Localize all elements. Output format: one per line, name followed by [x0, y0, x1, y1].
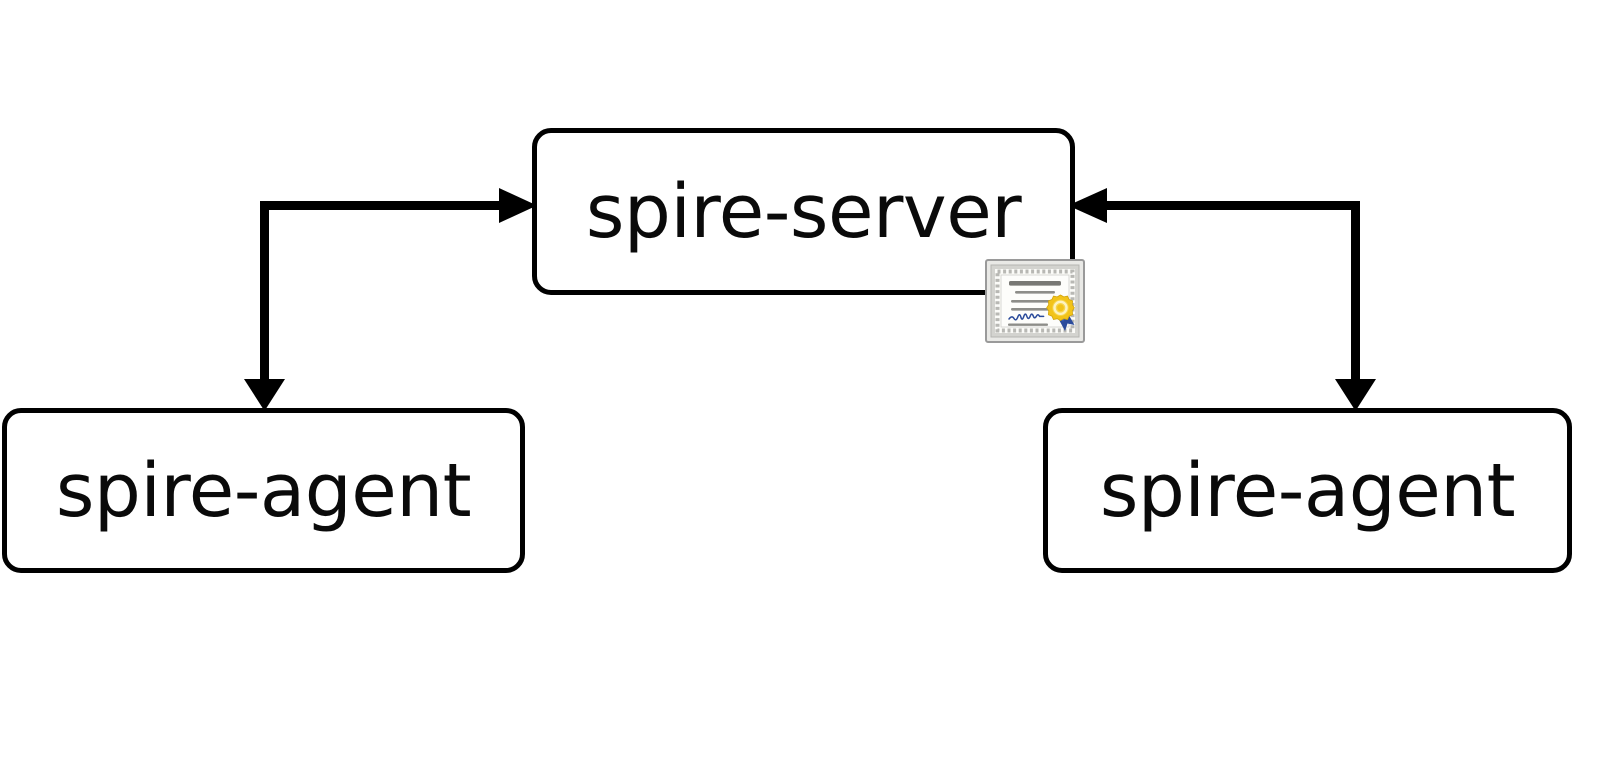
node-spire-server-label: spire-server	[585, 168, 1022, 255]
node-spire-agent-right[interactable]: spire-agent	[1043, 408, 1572, 573]
connector-left-elbow	[260, 201, 269, 210]
node-spire-agent-left[interactable]: spire-agent	[2, 408, 525, 573]
connector-right-arrowhead-agent	[1335, 379, 1376, 411]
connector-right-elbow	[1351, 201, 1360, 210]
connector-right-arrowhead-server	[1068, 188, 1107, 223]
connector-left	[244, 188, 537, 411]
node-spire-agent-left-label: spire-agent	[55, 447, 472, 534]
connector-left-arrowhead-agent	[244, 379, 285, 411]
node-spire-agent-right-label: spire-agent	[1099, 447, 1516, 534]
connector-right	[1068, 188, 1376, 411]
node-spire-server[interactable]: spire-server	[532, 128, 1075, 295]
connector-left-arrowhead-server	[499, 188, 537, 223]
certificate-icon	[985, 259, 1085, 343]
